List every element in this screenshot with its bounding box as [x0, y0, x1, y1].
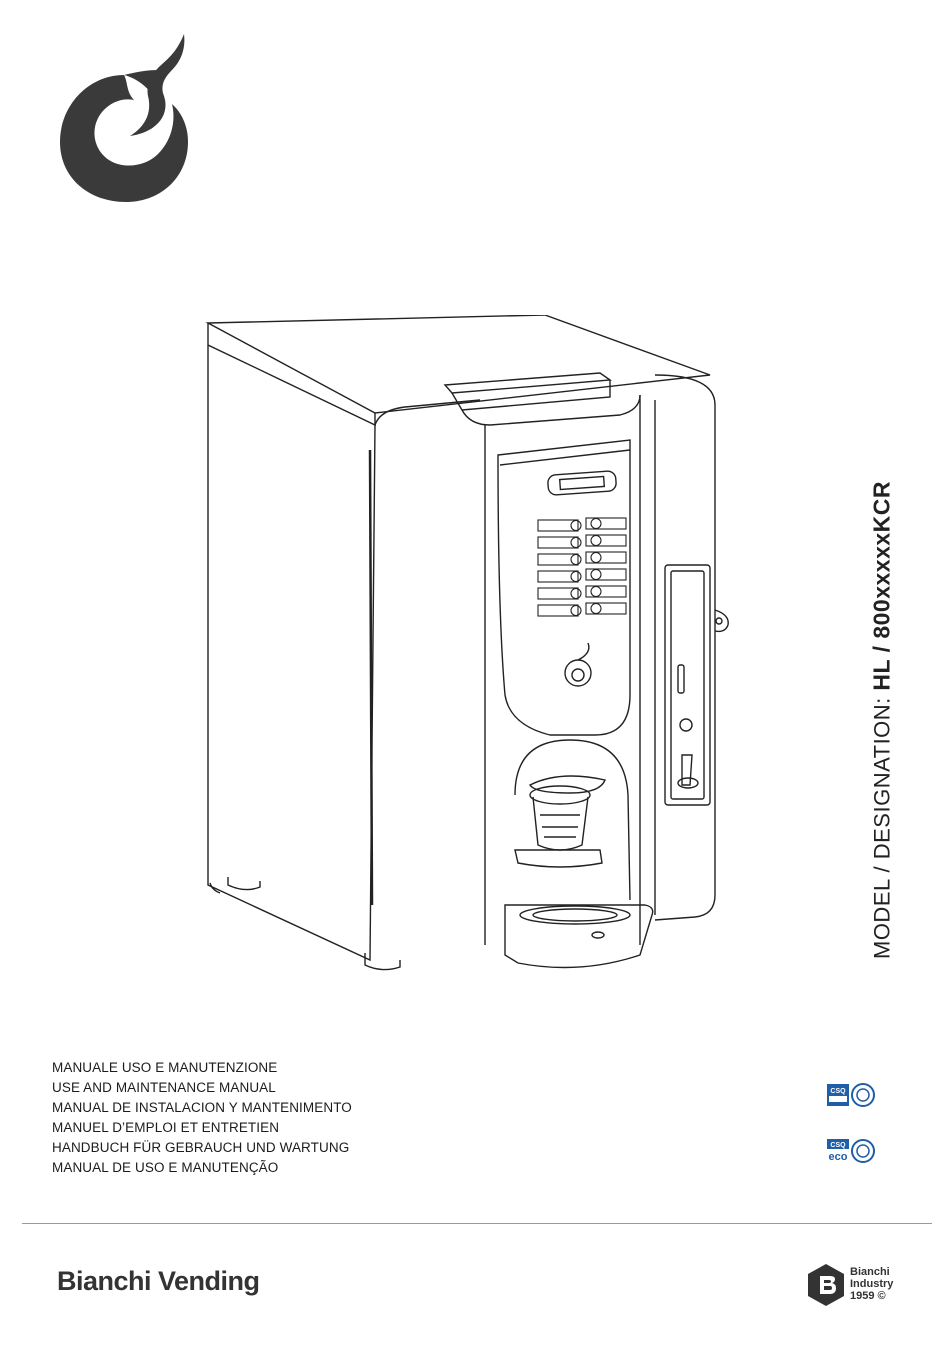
manual-title-es: MANUAL DE INSTALACION Y MANTENIMENTO [52, 1098, 352, 1118]
model-designation: MODEL / DESIGNATION: HL / 800xxxxxKCR [852, 460, 912, 980]
industry-line1: Bianchi [850, 1266, 893, 1278]
cert1-label: CSQ [830, 1088, 846, 1095]
manual-title-en: USE AND MAINTENANCE MANUAL [52, 1078, 352, 1098]
manual-title-fr: MANUEL D’EMPLOI ET ENTRETIEN [52, 1118, 352, 1138]
model-value: HL / 800xxxxxKCR [869, 481, 895, 691]
manual-title-it: MANUALE USO E MANUTENZIONE [52, 1058, 352, 1078]
manual-title-list: MANUALE USO E MANUTENZIONE USE AND MAINT… [52, 1058, 352, 1178]
manual-title-de: HANDBUCH FÜR GEBRAUCH UND WARTUNG [52, 1138, 352, 1158]
model-label: MODEL / DESIGNATION: [870, 697, 895, 959]
cert2-bottom-label: eco [829, 1151, 848, 1163]
industry-line2: Industry [850, 1278, 893, 1290]
bianchi-flame-logo-icon [54, 30, 194, 205]
csq-eco-certification-icon: CSQ eco [827, 1138, 877, 1164]
manual-title-pt: MANUAL DE USO E MANUTENÇÃO [52, 1158, 352, 1178]
bianchi-industry-hexagon-icon [806, 1262, 846, 1308]
csq-certification-icon: CSQ [827, 1083, 877, 1109]
bianchi-industry-mark: Bianchi Industry 1959 © [806, 1262, 906, 1310]
brand-name: Bianchi Vending [57, 1266, 260, 1297]
industry-line3: 1959 © [850, 1290, 893, 1302]
footer-divider [22, 1223, 932, 1224]
coffee-vending-machine-illustration [200, 315, 740, 980]
cert2-top-label: CSQ [830, 1142, 846, 1149]
